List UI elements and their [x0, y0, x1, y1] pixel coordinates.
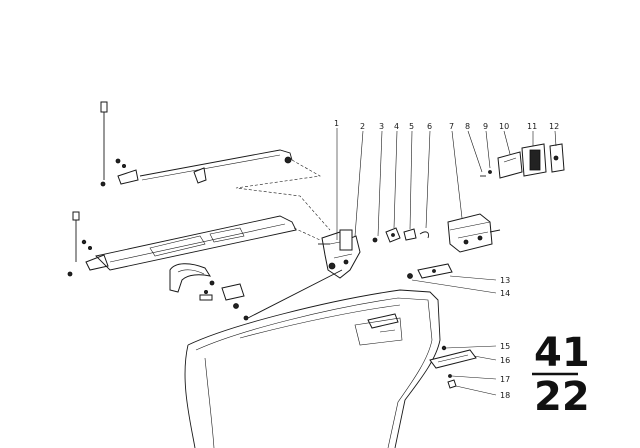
group-number: 41 — [534, 330, 590, 376]
latch-block — [447, 213, 501, 253]
callout-8: 8 — [465, 122, 470, 131]
lower-rod-assembly — [67, 211, 321, 277]
callout-9: 9 — [483, 122, 488, 131]
callout-13: 13 — [500, 276, 510, 285]
callout-10: 10 — [499, 122, 509, 131]
striker-parts — [480, 143, 565, 179]
trim-strip-parts — [407, 263, 453, 279]
outer-handle-parts — [429, 345, 477, 389]
callout-18: 18 — [500, 391, 510, 400]
upper-rod-assembly — [100, 101, 331, 231]
callout-7: 7 — [449, 122, 454, 131]
sub-number: 22 — [534, 374, 590, 420]
door-panel — [184, 289, 441, 448]
callout-12: 12 — [549, 122, 559, 131]
callout-2: 2 — [360, 122, 365, 131]
callout-1: 1 — [334, 119, 339, 128]
callout-17: 17 — [500, 375, 510, 384]
lock-mechanism — [247, 229, 361, 319]
inner-handle — [169, 263, 249, 321]
leader-lines — [336, 128, 557, 396]
callout-15: 15 — [500, 342, 510, 351]
callout-labels: 1 2 3 4 5 6 7 8 9 10 11 12 13 14 15 16 1… — [334, 119, 559, 400]
small-parts — [372, 227, 429, 243]
group-number-block: 41 22 — [532, 330, 590, 420]
callout-14: 14 — [500, 289, 510, 298]
callout-3: 3 — [379, 122, 384, 131]
callout-6: 6 — [427, 122, 432, 131]
callout-16: 16 — [500, 356, 510, 365]
callout-11: 11 — [527, 122, 537, 131]
callout-4: 4 — [394, 122, 399, 131]
callout-5: 5 — [409, 122, 414, 131]
